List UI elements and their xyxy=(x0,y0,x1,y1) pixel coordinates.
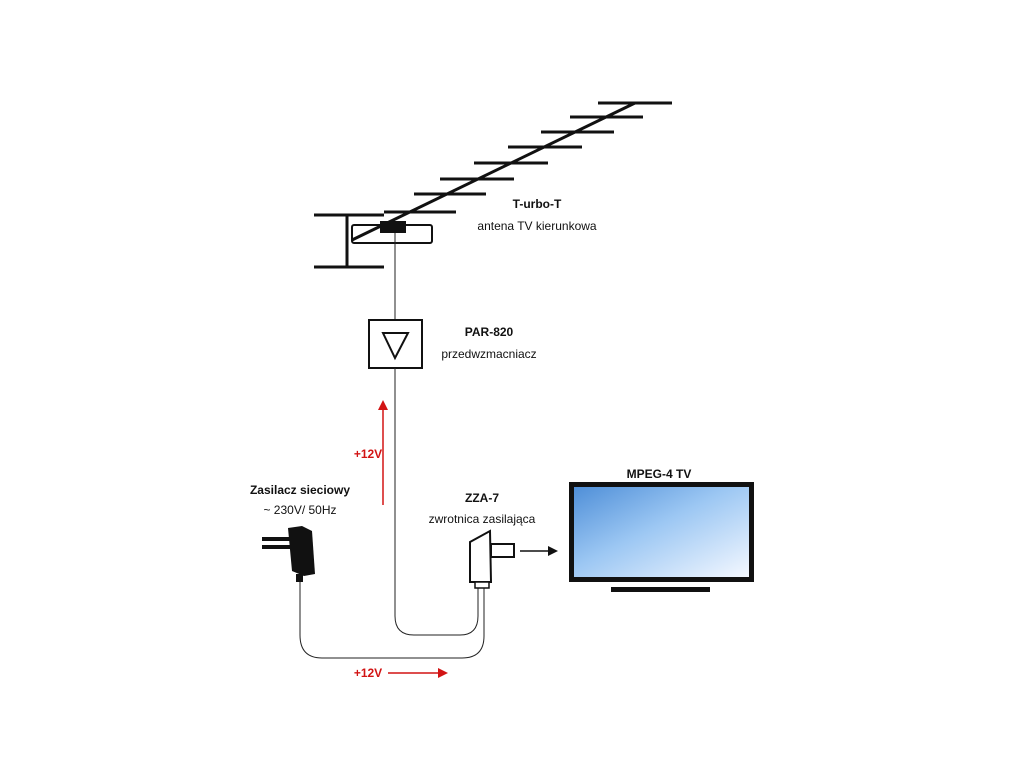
inserter-body xyxy=(469,529,493,583)
tv-screen xyxy=(574,487,749,577)
voltage-bottom-label: +12V xyxy=(354,666,382,680)
cable-preamp-to-inserter xyxy=(394,368,479,636)
power-adapter-icon xyxy=(262,526,315,582)
adapter-prong xyxy=(262,545,290,549)
antenna-description-label: antena TV kierunkowa xyxy=(477,219,597,233)
power-supply-name-label: Zasilacz sieciowy xyxy=(250,483,350,497)
power-inserter-icon xyxy=(469,529,515,589)
inserter-input-port xyxy=(474,581,490,589)
adapter-body xyxy=(288,526,315,576)
preamplifier-name-label: PAR-820 xyxy=(465,325,514,339)
antenna-name-label: T-urbo-T xyxy=(513,197,562,211)
inserter-output-port xyxy=(490,543,515,558)
antenna-boom xyxy=(351,101,636,242)
tv-name-label: MPEG-4 TV xyxy=(627,467,692,481)
amplifier-triangle-icon xyxy=(381,332,410,361)
preamplifier-icon xyxy=(368,319,423,369)
adapter-cable-strain xyxy=(296,574,303,582)
tv-icon xyxy=(569,482,754,592)
antenna-icon xyxy=(314,101,672,269)
cable-power-to-inserter xyxy=(299,582,485,659)
tv-stand xyxy=(611,587,710,592)
power-inserter-name-label: ZZA-7 xyxy=(465,491,499,505)
antenna-connector-box xyxy=(380,221,406,233)
preamplifier-description-label: przedwzmacniacz xyxy=(441,347,536,361)
power-supply-description-label: ~ 230V/ 50Hz xyxy=(263,503,336,517)
power-inserter-description-label: zwrotnica zasilająca xyxy=(429,512,536,526)
adapter-prong xyxy=(262,537,290,541)
voltage-up-label: +12V xyxy=(354,447,382,461)
preamplifier-box xyxy=(368,319,423,369)
